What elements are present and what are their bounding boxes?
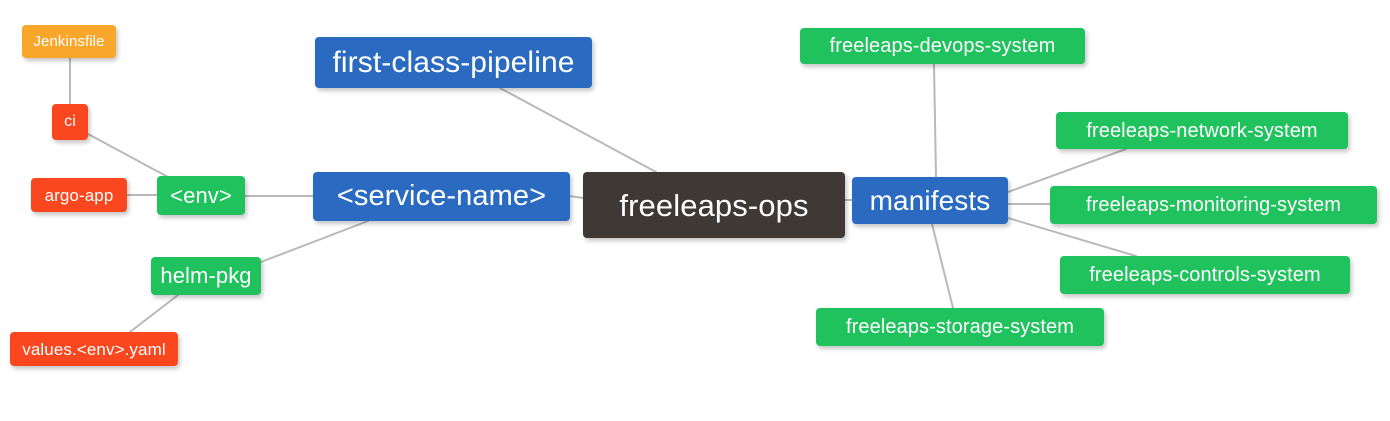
mindmap-node-label: freeleaps-controls-system [1089,264,1321,286]
mindmap-node-service-name[interactable]: <service-name> [313,172,570,221]
edge-manifests-to-freeleaps-devops-system [933,63,937,178]
mindmap-node-jenkinsfile[interactable]: Jenkinsfile [22,25,116,58]
mindmap-node-label: freeleaps-ops [619,187,809,223]
mindmap-node-label: first-class-pipeline [332,45,575,79]
mindmap-node-label: ci [64,113,76,130]
mindmap-node-label: freeleaps-network-system [1086,119,1318,142]
edge-helm-pkg-to-service-name [260,220,369,263]
mindmap-node-label: freeleaps-devops-system [829,35,1056,57]
mindmap-node-label: <service-name> [336,180,547,212]
mindmap-node-freeleaps-storage-system[interactable]: freeleaps-storage-system [816,308,1104,346]
edge-first-class-pipeline-to-freeleaps-ops [499,87,657,173]
mindmap-node-values-yaml[interactable]: values.<env>.yaml [10,332,178,366]
edge-values-yaml-to-helm-pkg [129,294,179,333]
mindmap-node-ci[interactable]: ci [52,104,88,140]
mindmap-node-label: <env> [170,182,232,208]
mindmap-node-manifests[interactable]: manifests [852,177,1008,224]
mindmap-node-freeleaps-network-system[interactable]: freeleaps-network-system [1056,112,1348,149]
mindmap-node-label: freeleaps-monitoring-system [1085,194,1341,216]
edge-service-name-to-freeleaps-ops [569,195,584,199]
mindmap-node-first-class-pipeline[interactable]: first-class-pipeline [315,37,592,88]
mindmap-node-freeleaps-controls-system[interactable]: freeleaps-controls-system [1060,256,1350,294]
mindmap-node-freeleaps-ops[interactable]: freeleaps-ops [583,172,845,238]
mindmap-node-label: argo-app [44,185,114,205]
edge-ci-to-env [87,133,169,178]
mindmap-node-freeleaps-monitoring-system[interactable]: freeleaps-monitoring-system [1050,186,1377,224]
mindmap-node-label: freeleaps-storage-system [845,316,1075,338]
mindmap-node-label: values.<env>.yaml [22,339,166,359]
mindmap-node-freeleaps-devops-system[interactable]: freeleaps-devops-system [800,28,1085,64]
mindmap-node-label: Jenkinsfile [33,33,105,50]
edge-manifests-to-freeleaps-storage-system [931,223,954,309]
mindmap-node-label: manifests [869,184,991,216]
mindmap-node-argo-app[interactable]: argo-app [31,178,127,212]
mindmap-node-helm-pkg[interactable]: helm-pkg [151,257,261,295]
mindmap-node-label: helm-pkg [160,263,252,288]
mindmap-node-env[interactable]: <env> [157,176,245,215]
